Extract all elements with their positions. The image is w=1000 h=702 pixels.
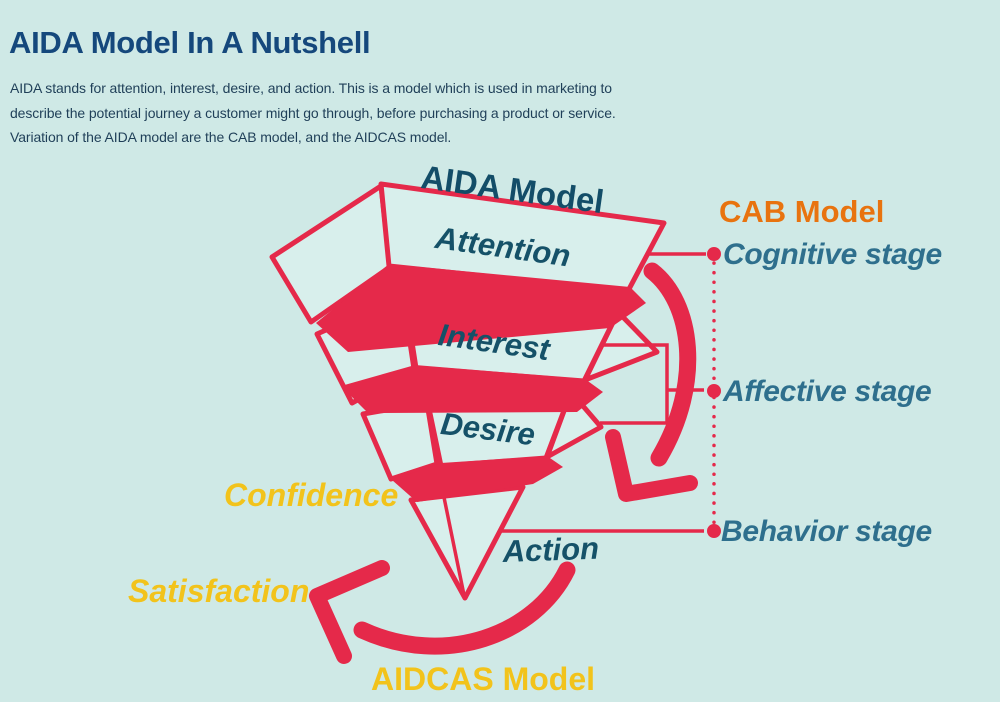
cab-stage-behavior: Behavior stage (721, 515, 932, 548)
curved-arrow-left-icon (353, 561, 576, 655)
aidcas-stage-confidence: Confidence (224, 477, 399, 513)
behavior-dot (707, 524, 721, 538)
curved-arrow-down-icon (643, 262, 697, 467)
cognitive-dot (707, 247, 721, 261)
funnel-band-3 (392, 456, 563, 502)
affective-dot (707, 384, 721, 398)
aidcas-model-title: AIDCAS Model (371, 661, 595, 697)
intro-line-1: AIDA stands for attention, interest, des… (10, 80, 612, 96)
intro-paragraph: AIDA stands for attention, interest, des… (10, 76, 670, 150)
cab-stage-cognitive: Cognitive stage (723, 238, 942, 271)
funnel-band-2 (341, 365, 603, 413)
intro-line-3: Variation of the AIDA model are the CAB … (10, 129, 452, 145)
connector-affective-bracket (600, 343, 669, 425)
funnel-wing-bottom (360, 400, 440, 482)
intro-line-2: describe the potential journey a custome… (10, 104, 616, 121)
aidcas-stage-satisfaction: Satisfaction (128, 573, 310, 609)
cab-model-title: CAB Model (719, 194, 885, 229)
curved-arrow-left-head-icon (309, 560, 390, 664)
page-title: AIDA Model In A Nutshell (9, 25, 371, 60)
funnel-band-1 (316, 264, 646, 352)
curved-arrow-down-head-icon (605, 429, 698, 502)
stage-label-action: Action (502, 530, 600, 569)
cab-stage-affective: Affective stage (723, 375, 932, 408)
